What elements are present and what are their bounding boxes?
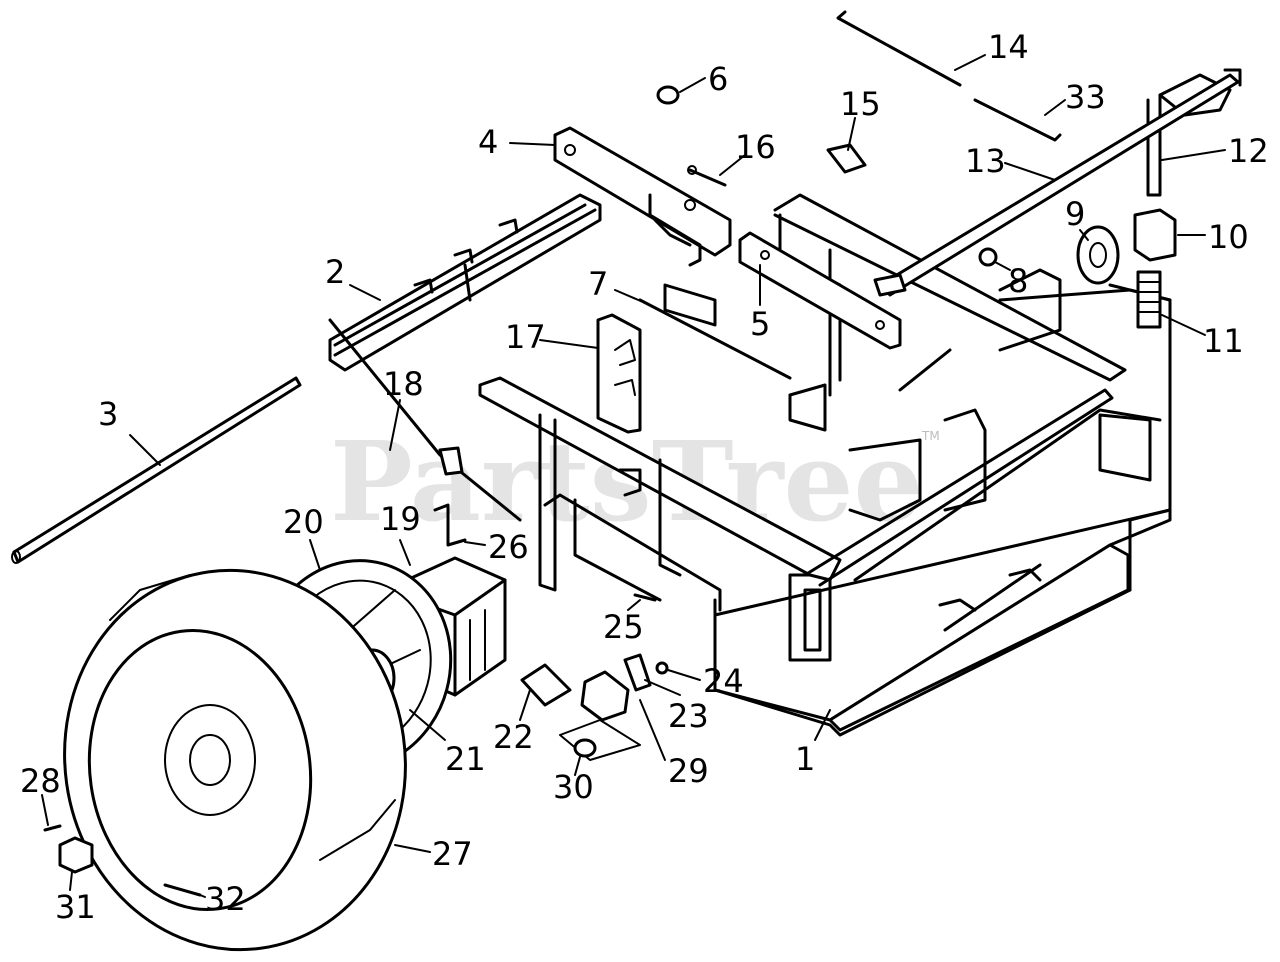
label-3: 3 [98, 395, 118, 433]
part-28-bolt [43, 824, 62, 832]
part-33-rod [973, 98, 1062, 142]
frame-top-rails [478, 193, 1127, 612]
label-19: 19 [380, 500, 421, 538]
part-3-rod [11, 376, 302, 564]
part-16-bolt [687, 165, 727, 187]
label-8: 8 [1008, 262, 1028, 300]
label-16: 16 [735, 128, 776, 166]
label-10: 10 [1208, 218, 1249, 256]
watermark-tm: TM [921, 429, 940, 443]
label-12: 12 [1228, 132, 1269, 170]
part-6-nut [656, 85, 680, 105]
callout-labels: 1 2 3 4 5 6 7 8 9 10 11 12 13 14 15 16 1… [20, 28, 1269, 926]
part-9-pulley [1076, 225, 1120, 285]
label-15: 15 [840, 85, 881, 123]
part-31-nut [58, 836, 94, 874]
label-18: 18 [383, 365, 424, 403]
part-23-spacer [623, 653, 652, 692]
label-2: 2 [325, 253, 345, 291]
label-1: 1 [795, 740, 815, 778]
part-30-bolt [573, 738, 597, 758]
label-33: 33 [1065, 78, 1106, 116]
label-11: 11 [1203, 322, 1244, 360]
label-25: 25 [603, 608, 644, 646]
part-4-bracket [553, 126, 732, 267]
part-22-plate [520, 663, 572, 707]
part-5-plate [738, 231, 902, 350]
label-5: 5 [750, 305, 770, 343]
label-32: 32 [205, 880, 246, 918]
part-26-bracket [433, 503, 467, 547]
part-11-spring [1136, 270, 1162, 329]
part-17-plate [596, 313, 642, 434]
part-32-valve [163, 883, 202, 897]
watermark: PartsTree [330, 417, 924, 546]
label-30: 30 [553, 768, 594, 806]
label-4: 4 [478, 123, 498, 161]
label-24: 24 [703, 662, 744, 700]
part-27-tire [63, 568, 407, 952]
part-18-cable [328, 318, 522, 522]
label-29: 29 [668, 752, 709, 790]
label-14: 14 [988, 28, 1029, 66]
part-15-clip [826, 143, 867, 174]
part-7-rod [638, 283, 792, 380]
part-2-rail [328, 193, 602, 372]
part-10-block [1133, 208, 1177, 262]
label-9: 9 [1065, 195, 1085, 233]
part-25-bolt [633, 593, 657, 602]
part-14-rod [836, 10, 962, 87]
label-28: 28 [20, 762, 61, 800]
part-24-nut [655, 661, 669, 675]
label-27: 27 [432, 835, 473, 873]
label-22: 22 [493, 718, 534, 756]
label-7: 7 [588, 265, 608, 303]
part-13-bar [873, 73, 1240, 297]
label-26: 26 [488, 528, 529, 566]
label-13: 13 [965, 142, 1006, 180]
label-31: 31 [55, 888, 96, 926]
part-8-nut [978, 247, 998, 267]
label-20: 20 [283, 503, 324, 541]
label-23: 23 [668, 697, 709, 735]
part-29-switch [559, 670, 641, 761]
leader-lines [41, 54, 1226, 898]
label-17: 17 [505, 318, 546, 356]
label-21: 21 [445, 740, 486, 778]
label-6: 6 [708, 60, 728, 98]
